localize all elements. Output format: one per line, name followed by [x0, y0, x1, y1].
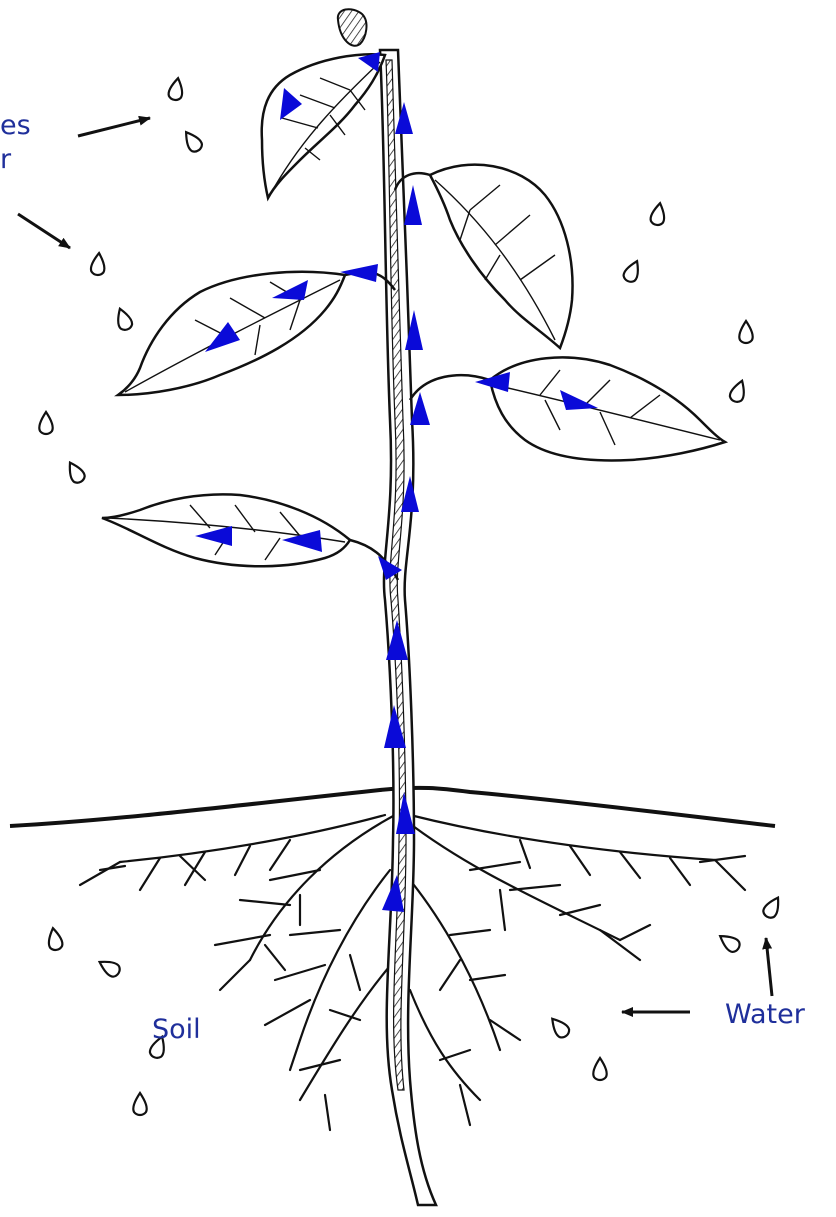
- water-droplet-icon: [96, 956, 122, 979]
- flow-arrow-icon: [404, 185, 422, 225]
- water-droplets: [39, 77, 784, 1115]
- label-water: Water: [725, 1001, 805, 1028]
- water-droplet-icon: [728, 378, 748, 403]
- flow-arrow-icon: [340, 264, 378, 282]
- label-soil: Soil: [152, 1016, 201, 1043]
- label-top-partial-line-2: r: [0, 146, 11, 173]
- pointer-arrow-icon: [18, 214, 70, 248]
- water-droplet-icon: [593, 1058, 607, 1080]
- water-droplet-icon: [739, 321, 753, 343]
- pointer-arrow-icon: [766, 938, 772, 996]
- water-droplet-icon: [133, 1093, 147, 1115]
- label-top-partial-line-1: es: [0, 112, 31, 139]
- water-droplet-icon: [39, 412, 53, 434]
- water-droplet-icon: [46, 927, 63, 951]
- water-droplet-icon: [716, 931, 742, 955]
- water-droplet-icon: [761, 894, 784, 920]
- water-droplet-icon: [547, 1014, 571, 1040]
- pointer-arrow-icon: [78, 118, 150, 136]
- leaf-upper-right: [430, 165, 573, 348]
- water-droplet-icon: [650, 202, 667, 226]
- water-droplet-icon: [114, 306, 134, 331]
- water-droplet-icon: [90, 252, 105, 275]
- stem-apex-bud: [338, 9, 367, 46]
- water-droplet-icon: [64, 459, 87, 485]
- water-droplet-icon: [181, 128, 205, 154]
- leaf-mid-right: [490, 357, 725, 460]
- water-droplet-icon: [168, 77, 185, 101]
- water-droplet-icon: [622, 258, 644, 284]
